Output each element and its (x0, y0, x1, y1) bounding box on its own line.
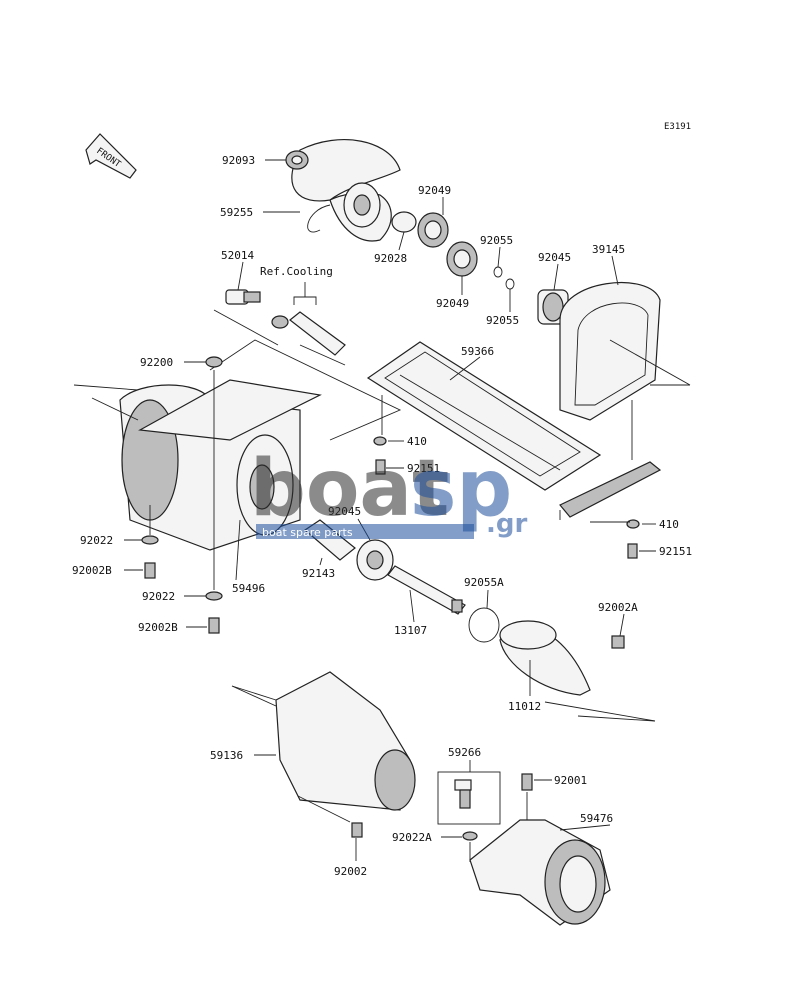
label-92045-upper: 92045 (538, 251, 571, 264)
washer-410-right[interactable] (626, 519, 640, 529)
bearing-92049-lower[interactable] (446, 241, 478, 277)
bearing-92045-lower[interactable] (356, 539, 394, 581)
label-92049-upper: 92049 (418, 184, 451, 197)
steering-nozzle-59476[interactable] (469, 819, 611, 926)
watermark-word-sp: sp (410, 444, 512, 534)
label-92049-lower: 92049 (436, 297, 469, 310)
bearing-92049-upper[interactable] (417, 212, 449, 248)
ref-cooling-label: Ref.Cooling (260, 265, 333, 278)
bolt-92151-upper[interactable] (375, 459, 386, 475)
watermark-word-boat: boat (250, 444, 449, 534)
bolt-92002[interactable] (351, 822, 363, 838)
bolt-92151-right[interactable] (627, 543, 638, 559)
leader-lines (124, 159, 656, 861)
label-92002b-left: 92002B (72, 564, 112, 577)
label-13107: 13107 (394, 624, 427, 637)
washer-92022a[interactable] (462, 831, 478, 841)
fitting-52014[interactable] (225, 289, 261, 305)
label-92055-lower: 92055 (486, 314, 519, 327)
front-direction-arrow: FRONT (85, 133, 137, 179)
label-92022-left: 92022 (80, 534, 113, 547)
label-39145: 39145 (592, 243, 625, 256)
label-52014: 52014 (221, 249, 254, 262)
label-59255: 59255 (220, 206, 253, 219)
nozzle-59136[interactable] (275, 671, 416, 811)
label-92200: 92200 (140, 356, 173, 369)
label-92001: 92001 (554, 774, 587, 787)
impeller[interactable] (291, 139, 401, 242)
label-92028: 92028 (374, 252, 407, 265)
pin-59266-frame (437, 771, 501, 825)
label-92143: 92143 (302, 567, 335, 580)
washer-92200[interactable] (205, 356, 223, 368)
label-59496: 59496 (232, 582, 265, 595)
cap-11012[interactable] (499, 620, 591, 696)
label-410-upper: 410 (407, 435, 427, 448)
label-92045-lower: 92045 (328, 505, 361, 518)
bolt-92002b-left[interactable] (144, 562, 156, 579)
o-ring-92055[interactable] (493, 266, 515, 290)
label-92022a: 92022A (392, 831, 432, 844)
label-92022-center: 92022 (142, 590, 175, 603)
label-92055a: 92055A (464, 576, 504, 589)
pump-case-59496[interactable] (119, 379, 322, 551)
label-410-right: 410 (659, 518, 679, 531)
diagram-code: E3191 (664, 122, 691, 132)
label-92002b-center: 92002B (138, 621, 178, 634)
label-92002a: 92002A (598, 601, 638, 614)
cover-39145[interactable] (559, 281, 661, 421)
label-59136: 59136 (210, 749, 243, 762)
guide-lines (73, 309, 691, 862)
o-ring-92055a[interactable] (468, 607, 500, 643)
watermark-tagline: boat spare parts (262, 526, 353, 539)
bolt-92001[interactable] (521, 773, 533, 791)
sleeve-92028[interactable] (391, 211, 417, 233)
label-92093: 92093 (222, 154, 255, 167)
bolt-92002a[interactable] (611, 635, 625, 649)
label-92002: 92002 (334, 865, 367, 878)
cooling-hose[interactable] (271, 311, 346, 356)
washer-92022-left[interactable] (141, 535, 159, 545)
pin-59266[interactable] (454, 779, 472, 809)
label-59476: 59476 (580, 812, 613, 825)
plate-59366[interactable] (366, 341, 602, 491)
washer-410-upper[interactable] (373, 436, 387, 446)
label-59366: 59366 (461, 345, 494, 358)
watermark-suffix: .gr (486, 509, 527, 539)
rail-plate[interactable] (559, 461, 662, 518)
label-92055-upper: 92055 (480, 234, 513, 247)
bearing-92045-upper[interactable] (537, 289, 569, 325)
label-92151-right: 92151 (659, 545, 692, 558)
bolt-92002b-center[interactable] (208, 617, 220, 634)
shaft-13107[interactable] (387, 565, 466, 615)
watermark: boat sp .gr boat spare parts (250, 444, 527, 539)
label-92151-upper: 92151 (407, 462, 440, 475)
nut-92093[interactable] (285, 150, 309, 170)
label-59266: 59266 (448, 746, 481, 759)
washer-92022-center[interactable] (205, 591, 223, 601)
label-11012: 11012 (508, 700, 541, 713)
